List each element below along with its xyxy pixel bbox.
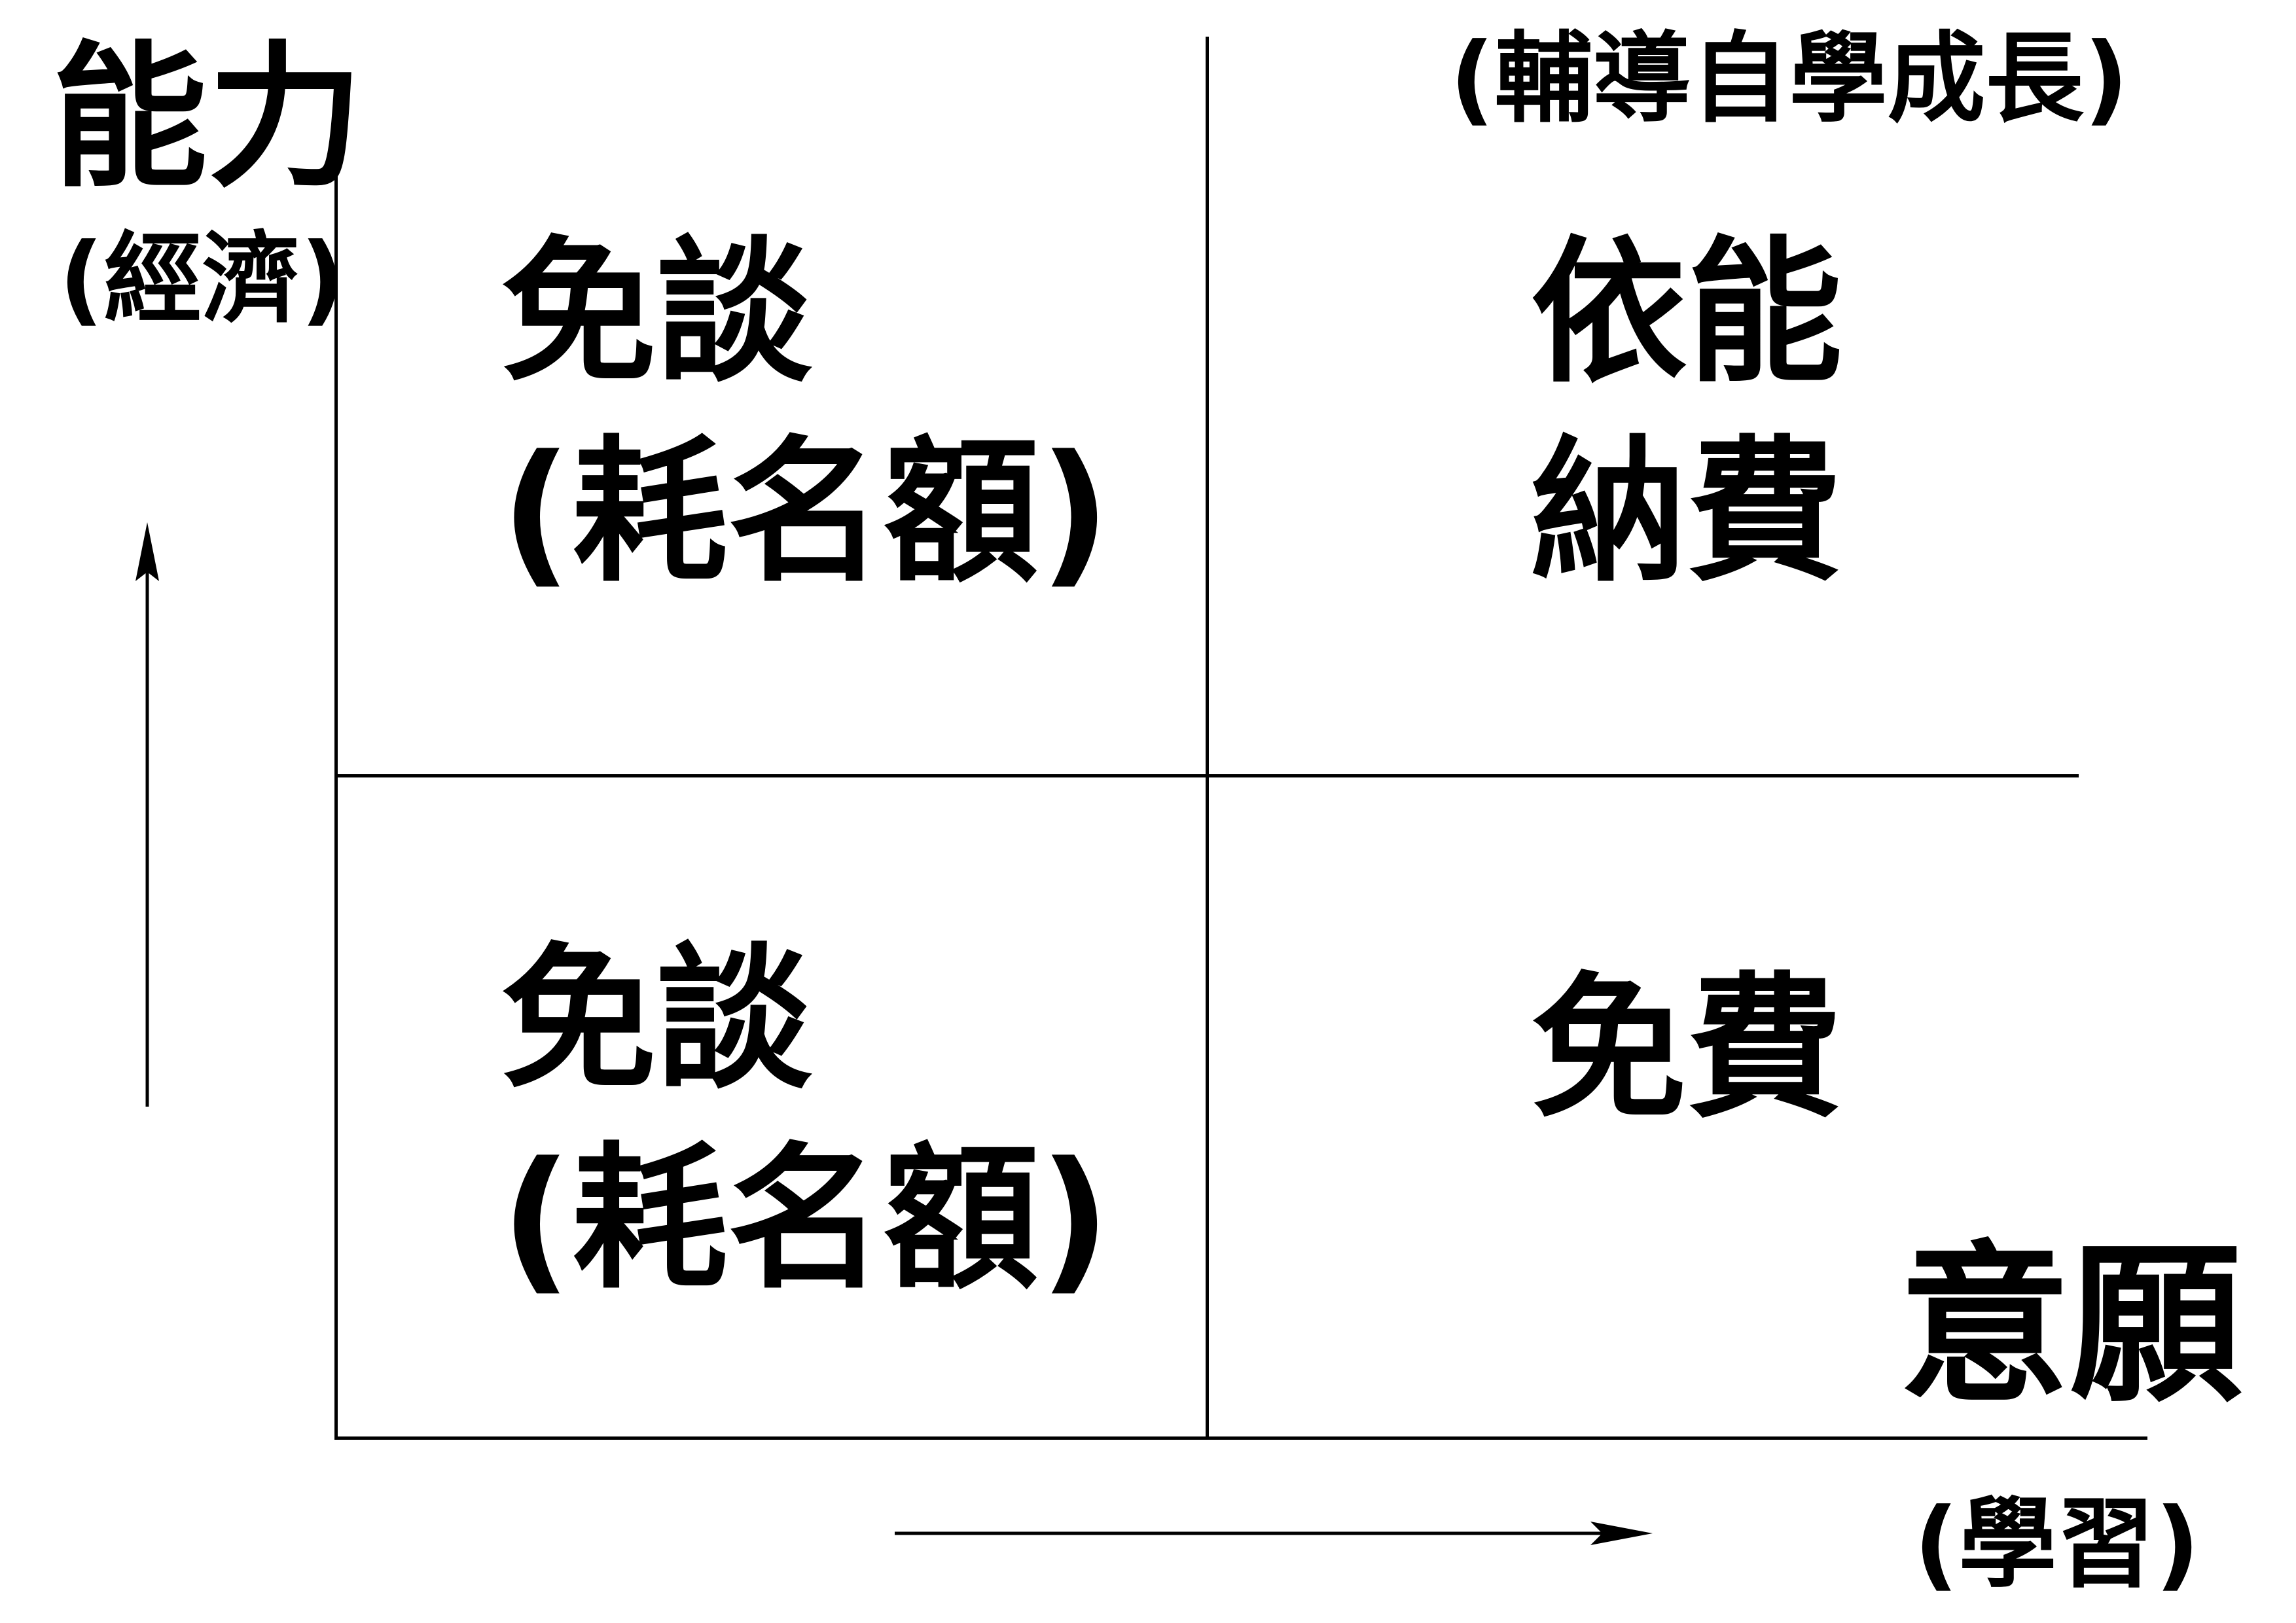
horizontal-divider — [334, 774, 2079, 777]
y-axis-title: 能力 — [52, 27, 363, 209]
quadrant-top-left-line2: (耗名額) — [501, 422, 1111, 603]
up-arrow-icon — [135, 522, 159, 1107]
y-axis-line — [334, 118, 338, 1440]
top-right-note: (輔導自學成長) — [1450, 22, 2129, 136]
quadrant-bottom-left-line2: (耗名額) — [501, 1129, 1111, 1310]
x-axis-subtitle: (學習) — [1914, 1488, 2200, 1601]
x-axis-line — [334, 1436, 2147, 1440]
x-axis-title: 意願 — [1899, 1226, 2242, 1425]
quadrant-top-right-line1: 依能 — [1531, 223, 1842, 404]
quadrant-bottom-right-line1: 免費 — [1531, 959, 1842, 1140]
y-axis-subtitle: (經濟) — [59, 223, 346, 336]
quadrant-top-right-line2: 納費 — [1531, 422, 1842, 603]
quadrant-bottom-left-line1: 免談 — [501, 929, 812, 1111]
vertical-divider — [1206, 37, 1209, 1440]
quadrant-top-left-line1: 免談 — [501, 223, 812, 404]
right-arrow-icon — [895, 1522, 1653, 1545]
